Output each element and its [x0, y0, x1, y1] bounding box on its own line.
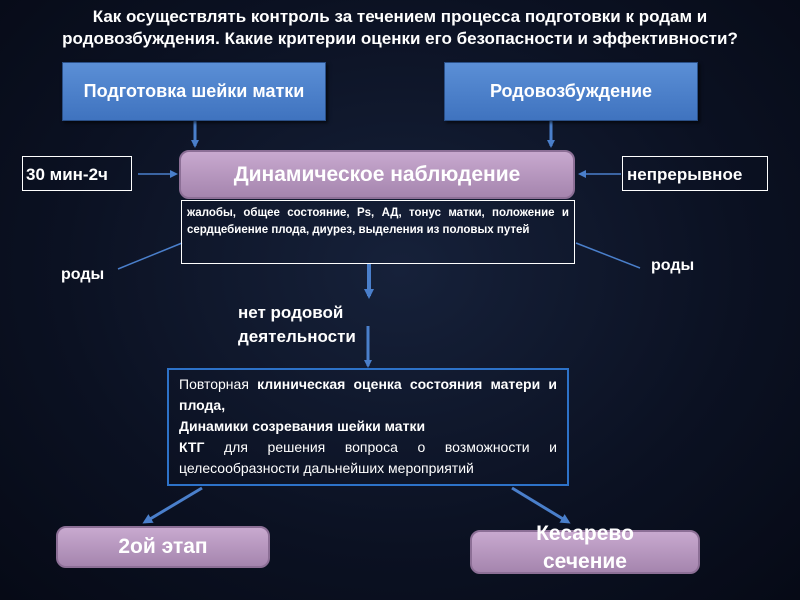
box-cervix-preparation: Подготовка шейки матки — [62, 62, 326, 121]
monitoring-criteria-text: жалобы, общее состояние, Ps, АД, тонус м… — [187, 207, 569, 236]
box-stage2-label: 2ой этап — [118, 535, 208, 558]
box-interval — [22, 156, 132, 191]
reassess-line1-plain: Повторная — [179, 376, 258, 392]
arrow-to-cesarean — [511, 486, 571, 524]
line-labor-right — [575, 242, 641, 269]
interval-text: 30 мин-2ч — [26, 165, 108, 184]
box-cesarean: Кесарево сечение — [470, 522, 700, 574]
reassess-line1-bold: клиническая оценка состояния матери и пл… — [179, 376, 557, 413]
label-labor-right: роды — [651, 257, 695, 274]
box-labor-induction-label: Родовозбуждение — [489, 81, 653, 101]
reassess-line3-bold: КТГ — [179, 439, 205, 455]
box-cervix-preparation-label: Подготовка шейки матки — [83, 81, 305, 101]
page-title: Как осуществлять контроль за течением пр… — [62, 7, 738, 48]
box-monitoring-criteria: жалобы, общее состояние, Ps, АД, тонус м… — [181, 200, 575, 264]
arrow-to-stage2 — [142, 486, 203, 524]
box-dynamic-observation: Динамическое наблюдение — [179, 150, 575, 199]
label-labor-left: роды — [61, 266, 105, 283]
line-labor-left — [117, 242, 183, 270]
reassess-line2-bold: Динамики созревания шейки матки — [179, 418, 426, 434]
box-reassessment: Повторная клиническая оценка состояния м… — [167, 368, 569, 486]
reassess-line3-plain: для решения вопроса о возможности и целе… — [179, 439, 557, 476]
box-stage2: 2ой этап — [56, 526, 270, 568]
label-no-labor: нет родовой деятельности — [238, 303, 356, 346]
box-labor-induction: Родовозбуждение — [444, 62, 698, 121]
continuous-text: непрерывное — [627, 165, 743, 184]
box-continuous — [622, 156, 768, 191]
box-dynamic-observation-label: Динамическое наблюдение — [233, 163, 521, 186]
box-cesarean-label: Кесарево сечение — [536, 522, 634, 573]
